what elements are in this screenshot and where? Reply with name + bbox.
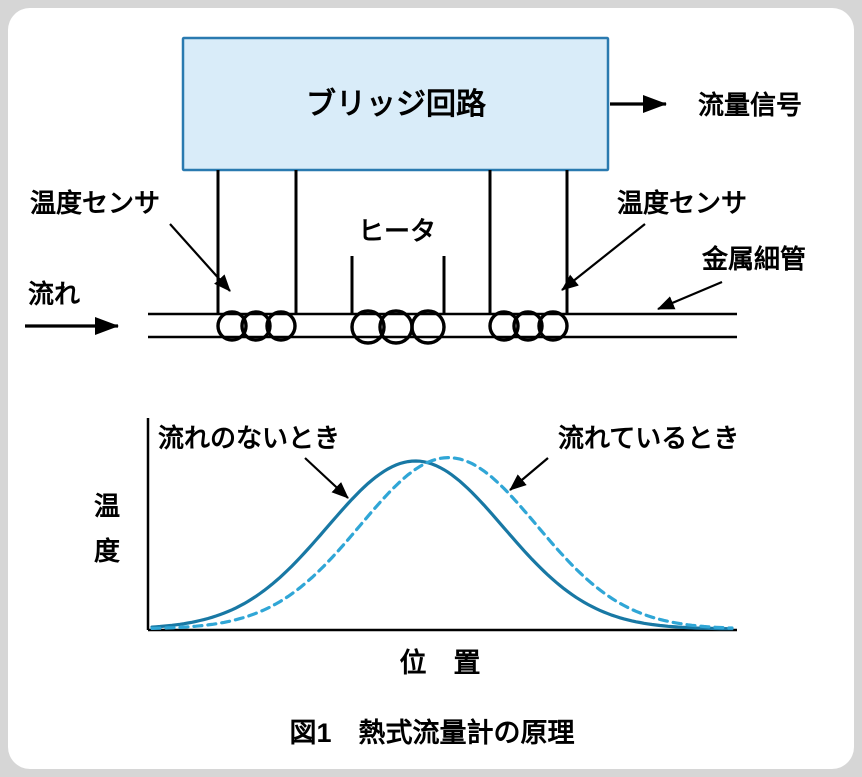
temp-sensor-right-label: 温度センサ [617, 188, 747, 218]
curve-no-flow-label: 流れのないとき [158, 423, 340, 453]
bridge-circuit-box [181, 36, 610, 172]
tube-arrow [657, 280, 723, 311]
x-axis-label: 位 置 [400, 647, 481, 678]
schematic: ブリッジ回路 流量信号 [25, 36, 806, 345]
coil-heater [350, 309, 446, 345]
y-axis-label-char-2: 度 [94, 536, 120, 566]
temperature-profile-graph: 温 度 流れのないとき 流れているとき 位 置 [94, 418, 739, 678]
bridge-circuit-label: ブリッジ回路 [306, 87, 487, 121]
curve-no-flow-arrow [304, 457, 349, 499]
curve-flowing-label: 流れているとき [558, 423, 739, 453]
curve-flowing [150, 455, 734, 630]
temp-sensor-right-arrow [561, 223, 646, 291]
flow-signal-label: 流量信号 [698, 90, 802, 120]
temp-sensor-left-label: 温度センサ [30, 188, 160, 218]
coil-temp-sensor-right [488, 310, 569, 342]
tube-label: 金属細管 [701, 244, 806, 274]
curve-flowing-arrow [509, 457, 549, 491]
flow-label: 流れ [28, 279, 80, 309]
coil-temp-sensor-left [216, 310, 297, 342]
temp-sensor-left-arrow [169, 223, 231, 292]
heater-label: ヒータ [358, 216, 436, 246]
figure-caption: 図1 熱式流量計の原理 [289, 717, 574, 748]
y-axis-label-char-1: 温 [94, 491, 120, 521]
curve-no-flow [150, 459, 734, 631]
